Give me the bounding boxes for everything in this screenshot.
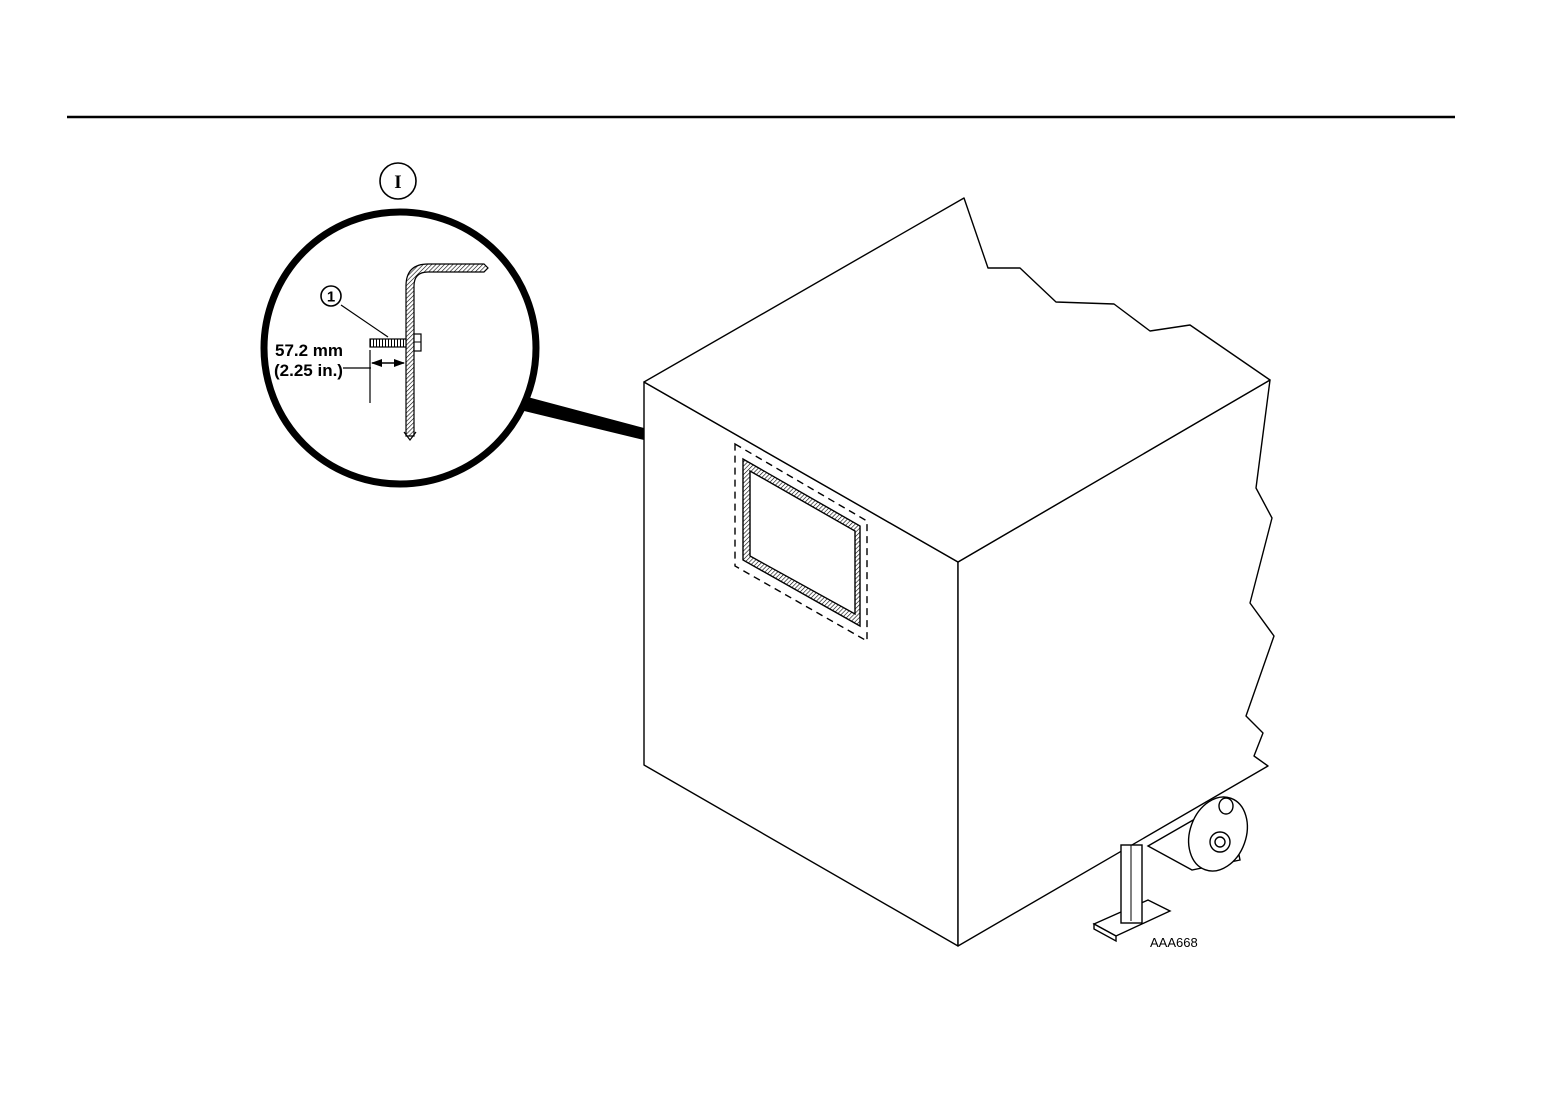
callout-number: 1 [327,289,335,306]
crank-cap [1219,798,1233,814]
figure-id: AAA668 [1150,935,1198,950]
mounting-flange [370,339,406,347]
detail-view: 1 57.2 mm (2.25 in.) I [264,163,536,484]
dimension-metric-label: 57.2 mm [275,341,343,360]
view-label: I [394,172,401,193]
detail-leader [520,395,644,440]
dimension-imperial-label: (2.25 in.) [274,361,343,380]
